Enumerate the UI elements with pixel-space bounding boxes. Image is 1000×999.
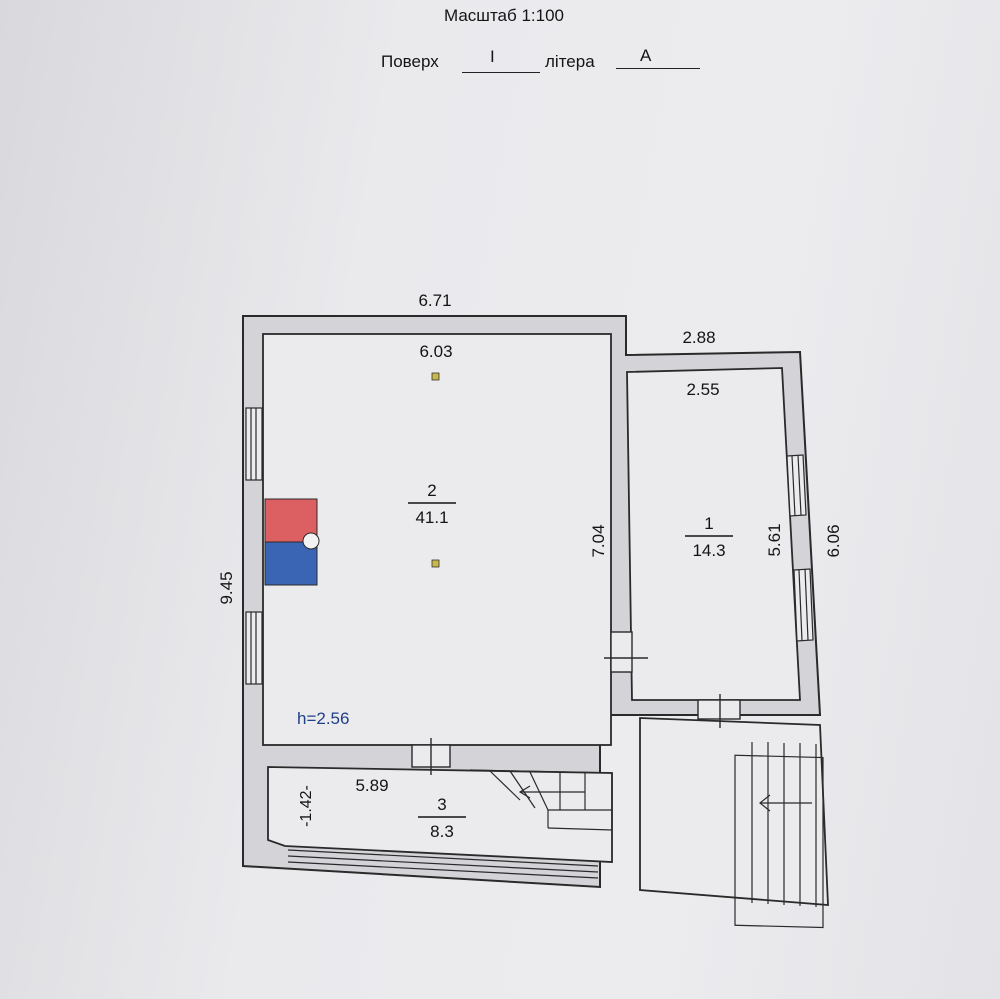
window-right-upper — [786, 454, 807, 517]
dim-room1-depth: 5.61 — [765, 523, 784, 556]
dim-outer-top: 6.71 — [418, 291, 451, 310]
scale-label: Масштаб 1:100 — [444, 6, 564, 25]
internal-staircase — [469, 769, 613, 831]
door-room1-vestibule — [697, 694, 741, 728]
window-bottom-room-3 — [287, 849, 599, 879]
dim-room2-width: 6.03 — [419, 342, 452, 361]
room-3-number: 3 — [437, 795, 446, 814]
floor-underline — [462, 72, 540, 73]
external-staircase — [734, 742, 824, 929]
boiler-circle — [302, 532, 320, 550]
dim-right-height: 6.06 — [824, 524, 843, 557]
letter-value: А — [640, 46, 652, 65]
marker-top — [431, 372, 440, 381]
window-left-lower — [245, 611, 263, 685]
dim-room3-width: 5.89 — [355, 776, 388, 795]
boiler-blue — [264, 541, 318, 586]
room-2-area: 41.1 — [415, 508, 448, 527]
dim-room1-width: 2.55 — [686, 380, 719, 399]
room-2-floor — [262, 333, 612, 746]
ceiling-height: h=2.56 — [297, 709, 349, 728]
marker-center — [431, 559, 440, 568]
room-1-floor — [626, 367, 801, 701]
door-room2-room1 — [604, 631, 648, 673]
floor-label: Поверх — [381, 52, 439, 71]
dim-room1-outer-top: 2.88 — [682, 328, 715, 347]
window-left-upper — [245, 407, 263, 481]
room-1-area: 14.3 — [692, 541, 725, 560]
letter-underline — [616, 68, 700, 69]
dim-room2-depth: 7.04 — [589, 524, 608, 557]
dim-room3-depth: -1.42- — [298, 785, 315, 827]
letter-label: літера — [545, 52, 595, 71]
door-room2-room3 — [411, 738, 451, 775]
room-2-number: 2 — [427, 481, 436, 500]
vestibule-floor — [639, 717, 829, 906]
window-right-lower — [793, 568, 814, 642]
room-3-area: 8.3 — [430, 822, 454, 841]
dim-left-height: 9.45 — [217, 571, 236, 604]
room-1-number: 1 — [704, 514, 713, 533]
floor-value: I — [490, 47, 495, 66]
